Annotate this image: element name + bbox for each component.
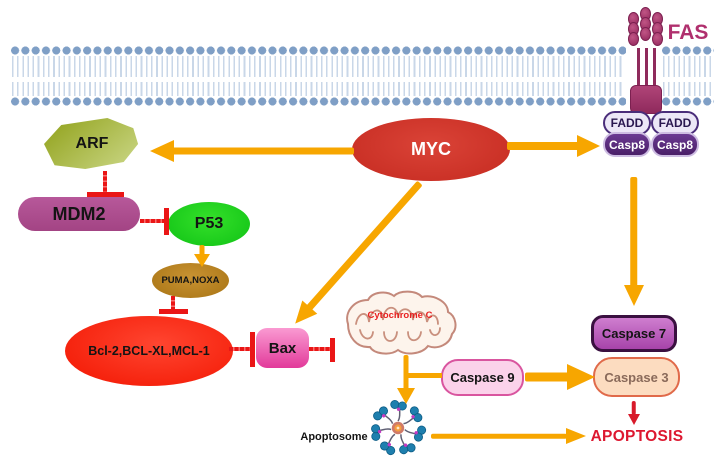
inhibit-bax-mito-bar (330, 338, 335, 362)
fas-trimer-icon (640, 7, 651, 41)
inhibit-bax-mito-line (309, 347, 334, 351)
node-bcl2: Bcl-2,BCL-XL,MCL-1 (65, 316, 233, 386)
lipid-bilayer-left (10, 45, 626, 107)
node-bax: Bax (256, 328, 309, 368)
node-puma-noxa: PUMA,NOXA (152, 263, 229, 298)
lipid-heads-top (10, 45, 626, 56)
node-arf: ARF (44, 118, 139, 169)
fas-trimer-icon (652, 12, 663, 46)
inhibit-puma-bcl2-bar (159, 309, 188, 314)
node-myc: MYC (352, 118, 510, 181)
node-mdm2: MDM2 (18, 197, 140, 231)
inhibit-mdm2-p53-bar (164, 208, 169, 235)
fas-stem-icon (637, 48, 656, 90)
apoptosis-label: APOPTOSIS (590, 428, 684, 445)
inhibit-bcl2-bax-line (229, 347, 254, 351)
lipid-heads-bottom (661, 96, 714, 107)
inhibit-arf-mdm2-line (103, 171, 107, 194)
mitochondria-icon: Cytochrome C (336, 288, 464, 356)
line-mito-to-caspase9 (404, 373, 442, 378)
node-caspase7: Caspase 7 (591, 315, 677, 352)
casp8-left: Casp8 (603, 132, 651, 157)
inhibit-puma-bcl2-line (171, 296, 175, 312)
inhibit-mdm2-p53-line (140, 219, 168, 223)
fas-transmembrane-block (630, 85, 662, 114)
apoptosome-label: Apoptosome (300, 431, 368, 443)
node-caspase9: Caspase 9 (441, 359, 524, 396)
lipid-tails-lower (663, 82, 712, 96)
lipid-tails-lower (12, 82, 624, 96)
lipid-tails-upper (663, 56, 712, 77)
cytochrome-c-label: Cytochrome C (367, 309, 433, 321)
lipid-heads-top (661, 45, 714, 56)
apoptosome-icon (367, 399, 429, 456)
lipid-bilayer-right (661, 45, 714, 107)
node-caspase3: Caspase 3 (593, 357, 680, 397)
fas-trimer-icon (628, 12, 639, 46)
lipid-tails-upper (12, 56, 624, 77)
lipid-heads-bottom (10, 96, 626, 107)
fas-label: FAS (667, 21, 709, 44)
casp8-right: Casp8 (651, 132, 699, 157)
inhibit-bcl2-bax-bar (250, 332, 255, 367)
node-p53: P53 (168, 202, 250, 246)
inhibit-arf-mdm2-bar (87, 192, 124, 197)
